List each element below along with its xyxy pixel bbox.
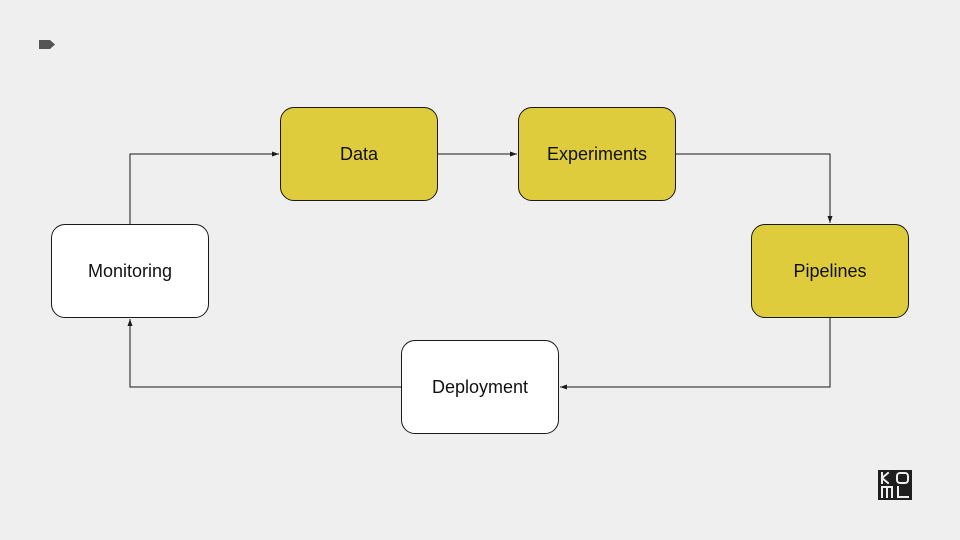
node-experiments: Experiments	[518, 107, 676, 201]
node-deployment-label: Deployment	[431, 376, 529, 397]
edge-deployment-monitoring	[127, 319, 401, 388]
koml-logo	[878, 470, 912, 500]
node-deployment: Deployment	[401, 340, 559, 434]
node-data-label: Data	[339, 143, 379, 164]
node-data: Data	[280, 107, 438, 201]
edge-monitoring-data	[129, 151, 279, 224]
node-monitoring-label: Monitoring	[87, 260, 173, 281]
node-pipelines-label: Pipelines	[793, 260, 867, 281]
edge-pipelines-deployment	[560, 318, 831, 390]
node-monitoring: Monitoring	[51, 224, 209, 318]
tag-icon	[39, 40, 55, 49]
node-pipelines: Pipelines	[751, 224, 909, 318]
node-experiments-label: Experiments	[546, 143, 648, 164]
edge-experiments-pipelines	[676, 153, 833, 223]
